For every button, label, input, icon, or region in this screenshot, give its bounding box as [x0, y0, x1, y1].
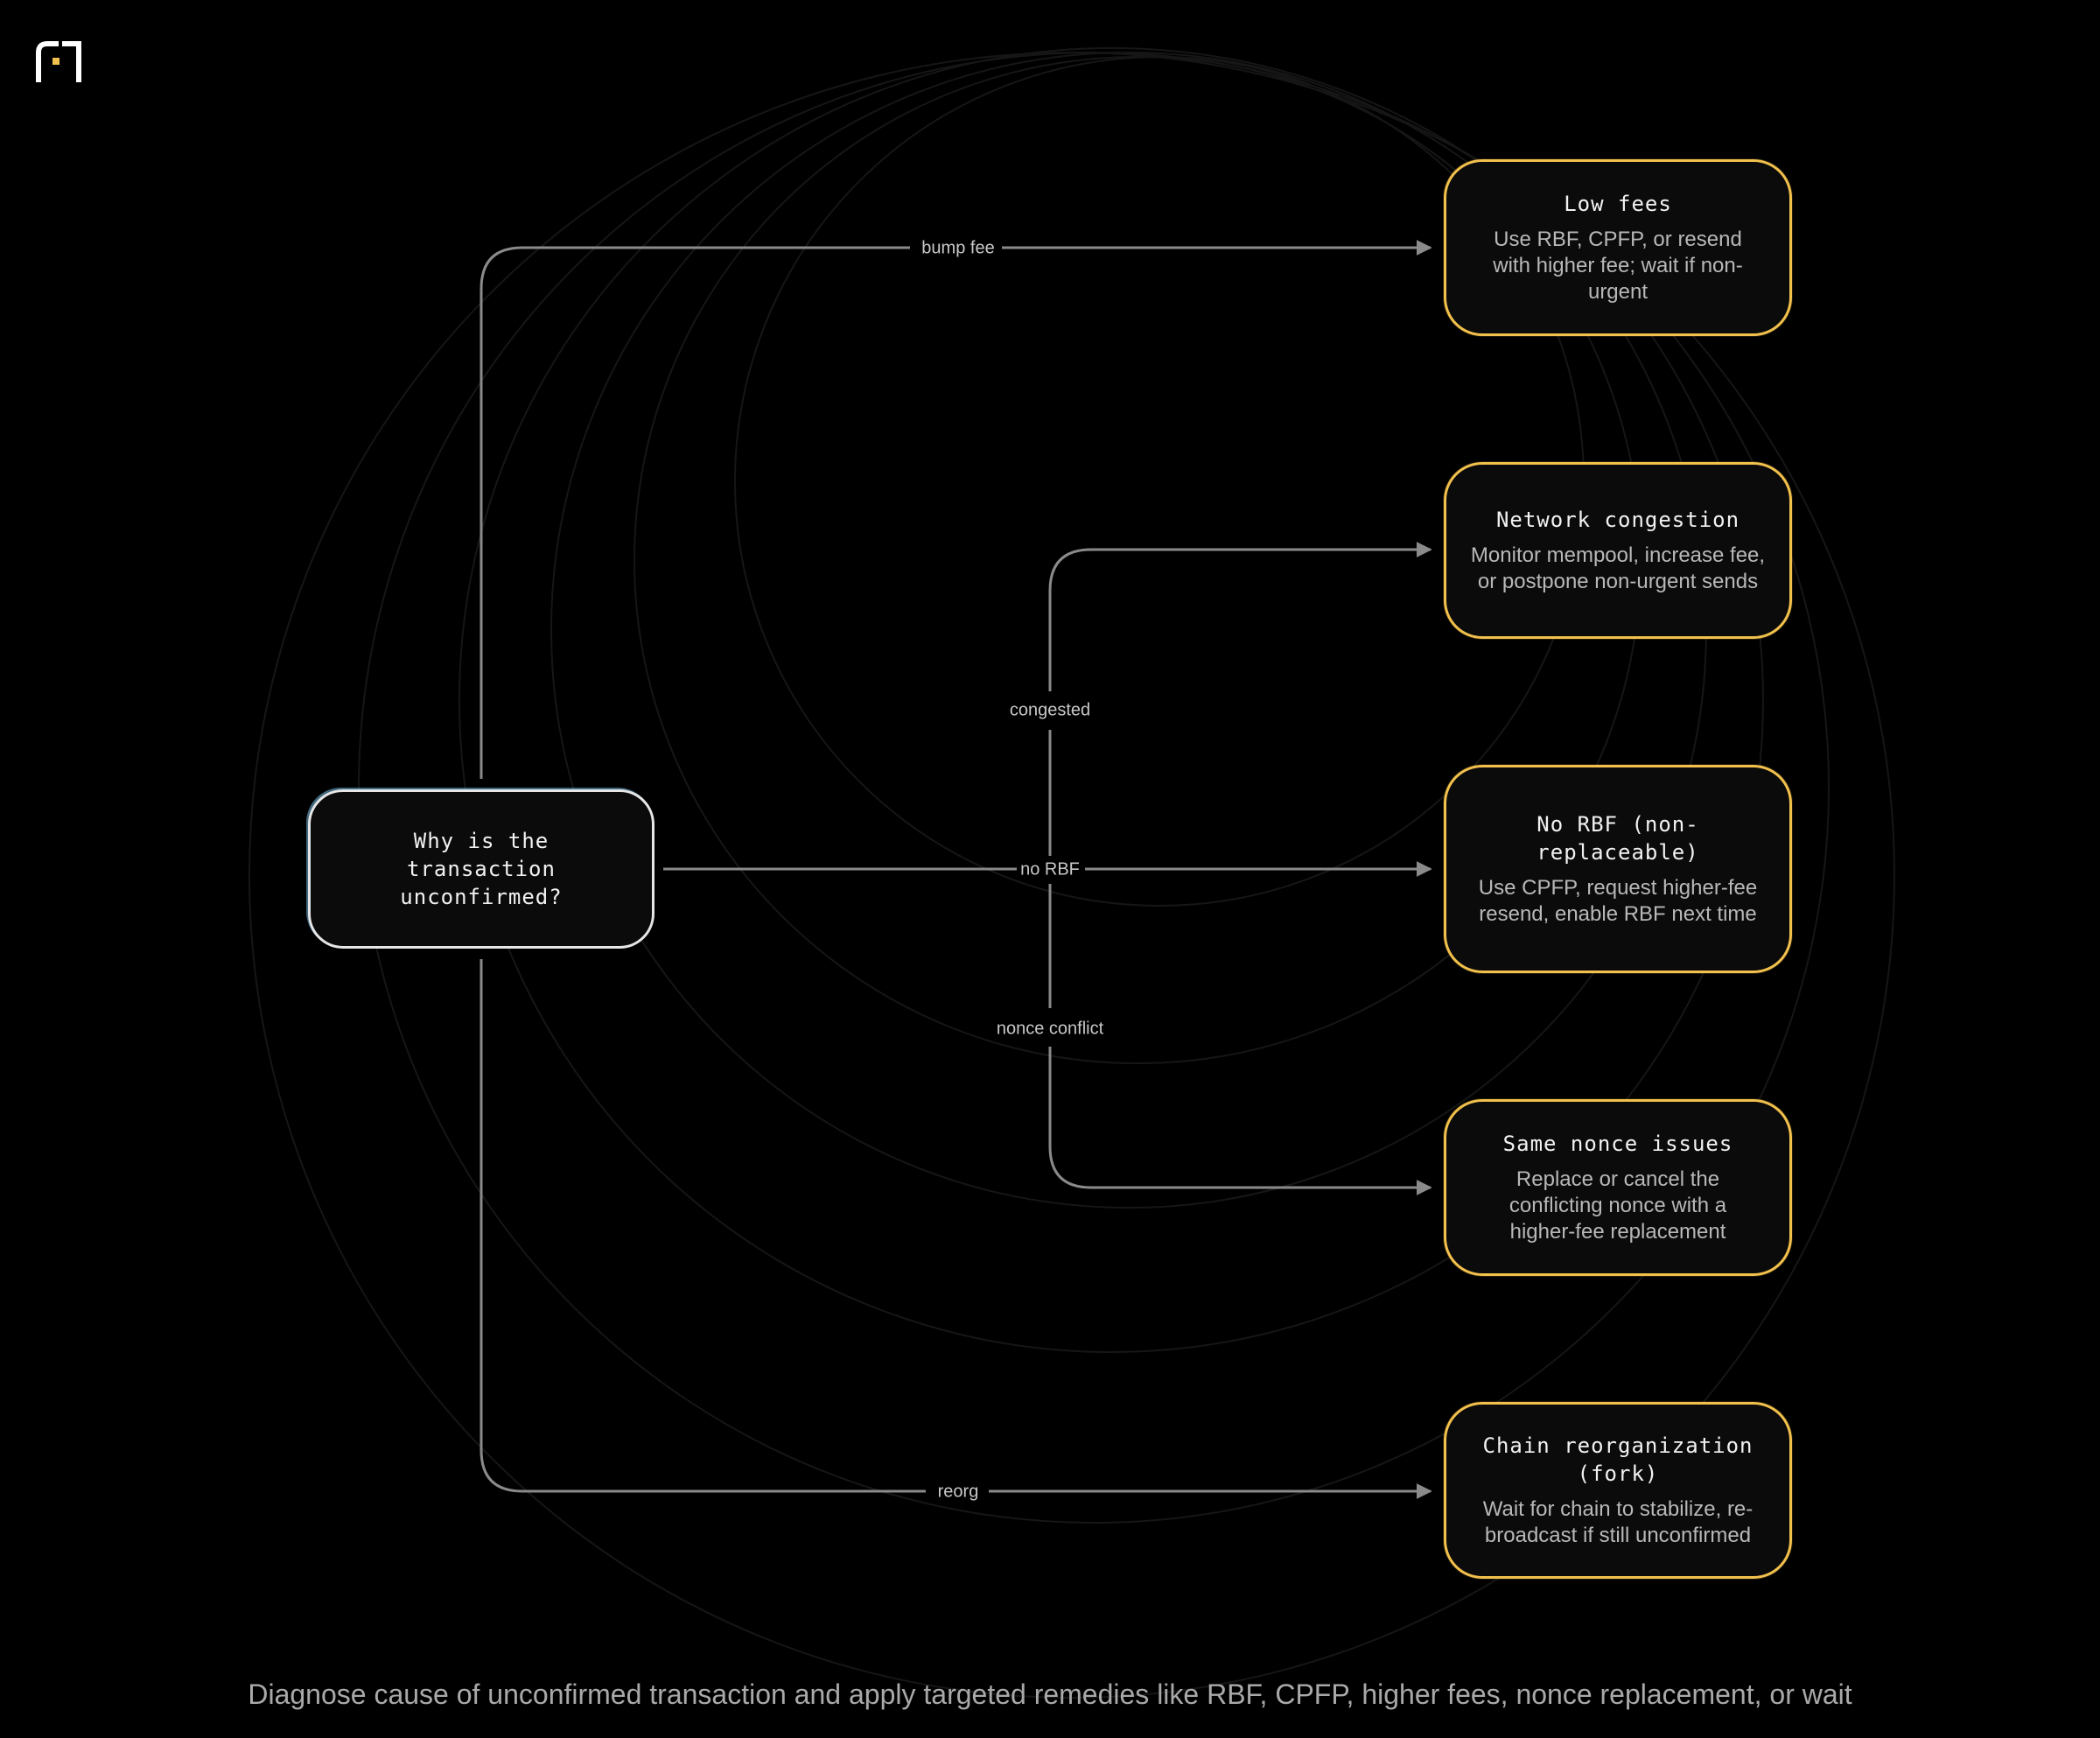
remedy-description: Use RBF, CPFP, or resend with higher fee…: [1493, 228, 1743, 304]
decision-node-title: Why is the transaction unconfirmed?: [400, 829, 563, 909]
remedy-node-network-congestion[interactable]: Network congestion Monitor mempool, incr…: [1444, 462, 1792, 639]
remedy-description: Use CPFP, request higher-fee resend, ena…: [1478, 876, 1758, 926]
remedy-description: Replace or cancel the conflicting nonce …: [1508, 1167, 1727, 1244]
diagram-caption: Diagnose cause of unconfirmed transactio…: [248, 1678, 1852, 1710]
remedy-title: Low fees: [1564, 192, 1672, 216]
remedy-title: Network congestion: [1495, 508, 1740, 532]
f1-logo-icon: [36, 41, 81, 82]
edge-reorg: reorg: [480, 959, 1432, 1501]
edge-line-bump-fee: [480, 246, 910, 779]
remedy-title: Same nonce issues: [1502, 1132, 1733, 1156]
edge-label-bump-fee: bump fee: [921, 238, 994, 257]
remedy-description: Monitor mempool, increase fee, or postpo…: [1470, 543, 1766, 593]
edge-label-congested: congested: [1010, 700, 1090, 719]
decision-node-root[interactable]: Why is the transaction unconfirmed?: [308, 789, 654, 949]
edge-label-no-rbf: no RBF: [1020, 859, 1080, 879]
edge-congested: congested: [1010, 542, 1432, 856]
edge-label-reorg: reorg: [938, 1482, 979, 1501]
edge-no-rbf: no RBF: [663, 859, 1432, 879]
edge-nonce-conflict: nonce conflict: [997, 884, 1432, 1195]
remedy-description: Wait for chain to stabilize, re-broadcas…: [1482, 1497, 1754, 1547]
remedy-title: No RBF (non-replaceable): [1536, 812, 1699, 865]
edge-bump-fee: bump fee: [480, 238, 1432, 779]
remedy-node-chain-reorg[interactable]: Chain reorganization (fork) Wait for cha…: [1444, 1402, 1792, 1579]
remedy-node-no-rbf[interactable]: No RBF (non-replaceable) Use CPFP, reque…: [1444, 765, 1792, 973]
remedy-node-low-fees[interactable]: Low fees Use RBF, CPFP, or resend with h…: [1444, 159, 1792, 336]
remedy-title: Chain reorganization (fork): [1482, 1433, 1754, 1486]
edge-label-nonce-conflict: nonce conflict: [997, 1019, 1104, 1038]
remedy-node-same-nonce[interactable]: Same nonce issues Replace or cancel the …: [1444, 1099, 1792, 1276]
